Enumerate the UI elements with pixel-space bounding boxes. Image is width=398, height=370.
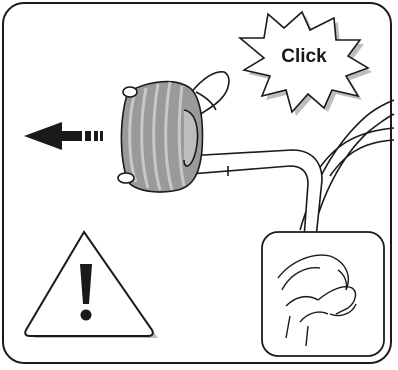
hand-pinch-inset xyxy=(262,232,384,356)
click-callout-text: Click xyxy=(270,46,338,68)
warning-triangle-icon xyxy=(25,232,158,338)
handle-grip xyxy=(118,82,203,192)
left-arrow-icon xyxy=(24,122,103,150)
